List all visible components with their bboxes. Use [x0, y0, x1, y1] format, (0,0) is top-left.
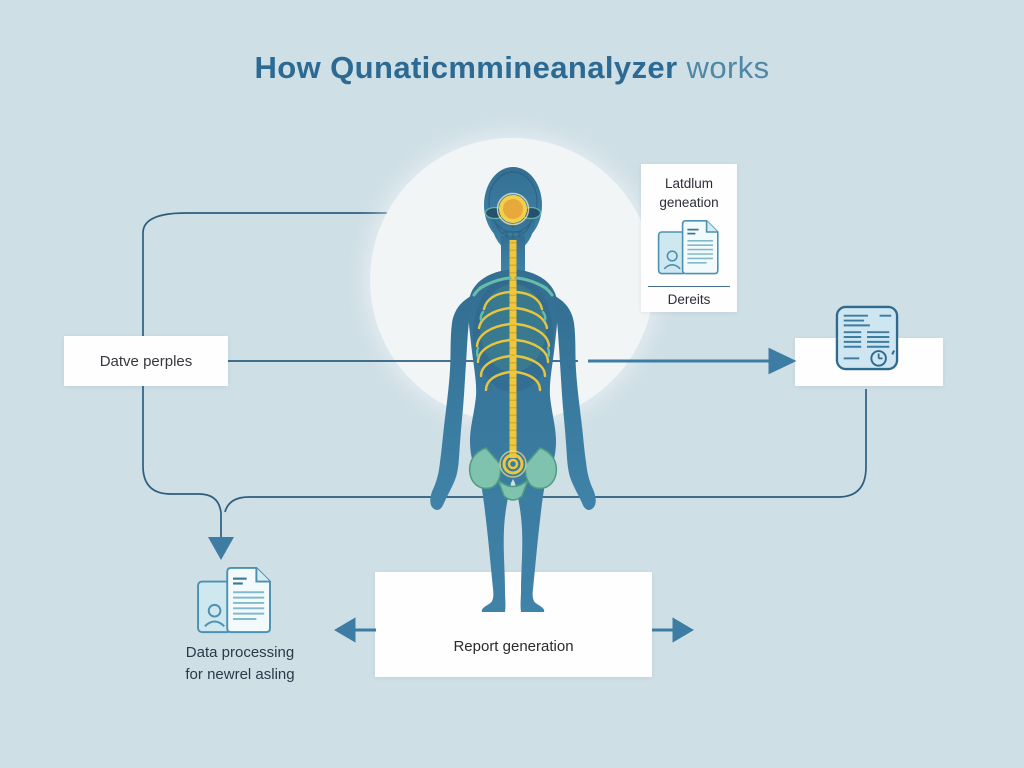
title-suffix: works [686, 50, 770, 85]
label-generation-divider [648, 285, 730, 287]
data-processing-caption: Data processing for newrel asling [150, 642, 330, 686]
label-generation-caption: Dereits [667, 291, 711, 307]
clavicle-accents [472, 276, 554, 297]
human-anatomy-figure [430, 167, 596, 612]
forehead-orb [496, 192, 530, 226]
arrow-right-head [768, 347, 797, 375]
skull-lines [488, 171, 538, 238]
data-peoples-box: Datve perples [64, 336, 228, 386]
report-right-arrow-head [672, 617, 694, 643]
data-processing-caption-line1: Data processing [185, 644, 295, 661]
data-peoples-label: Datve perples [99, 352, 193, 370]
page-title: How Qunaticmmineanalyzer works [0, 50, 1024, 86]
report-left-arrow-head [334, 617, 356, 643]
data-processing-caption-line2: for newrel asling [185, 665, 295, 683]
report-document-clock-icon [835, 305, 899, 371]
arrow-down-head [208, 537, 234, 560]
label-generation-title-line1: Latdlum [664, 176, 714, 191]
label-generation-box: Latdlum geneation Dereits [641, 164, 737, 312]
title-main: How Qunaticmmineanalyzer [254, 50, 678, 85]
label-generation-title-line2: geneation [659, 194, 719, 210]
rib-tip-accents [475, 310, 551, 358]
documents-with-avatar-icon [657, 219, 719, 275]
report-generation-label: Report generation [453, 638, 574, 655]
documents-with-avatar-icon [197, 566, 271, 634]
report-generation-box: Report generation [375, 572, 652, 677]
ribs [475, 290, 551, 392]
